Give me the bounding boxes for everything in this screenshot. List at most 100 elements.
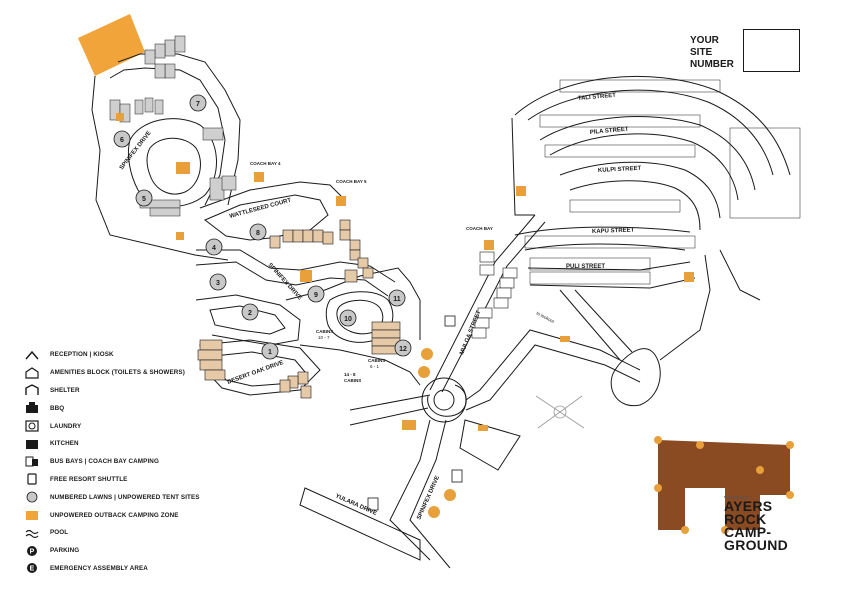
cabins-label: CABINS (316, 329, 333, 334)
legend-label: KITCHEN (50, 440, 79, 448)
coach-bay-4-label: COACH BAY 4 (250, 161, 281, 166)
amenities-icon[interactable] (176, 162, 190, 174)
legend-item: E EMERGENCY ASSEMBLY AREA (24, 560, 274, 578)
kitchen-icon (24, 437, 40, 451)
legend-item: KITCHEN (24, 435, 274, 453)
brand-eyebrow: VOYAGES (724, 495, 750, 500)
street-kapu-street: KAPU STREET (592, 228, 635, 235)
svg-text:E: E (30, 566, 35, 573)
amenities-icon[interactable] (300, 270, 312, 282)
legend-item: LAUNDRY (24, 417, 274, 435)
shelter-icon (24, 383, 40, 397)
legend-label: FREE RESORT SHUTTLE (50, 475, 128, 483)
lawn-label: 4 (212, 245, 216, 252)
lawn-label: 12 (399, 346, 407, 353)
site-number-box[interactable] (743, 29, 800, 72)
brand-line: CAMP- (724, 524, 772, 540)
legend-item: P PARKING (24, 542, 274, 560)
laundry-icon (24, 419, 40, 433)
legend-item: BUS BAYS | COACH BAY CAMPING (24, 453, 274, 471)
ayers-rock-campground-logo (654, 436, 794, 534)
legend-label: BBQ (50, 404, 65, 412)
emergency-icon: E (24, 561, 40, 575)
kitchen-icon[interactable] (684, 272, 694, 282)
legend-item: SHELTER (24, 382, 274, 400)
site-number-line: YOUR (690, 35, 719, 46)
bus-icon[interactable] (336, 196, 346, 206)
lawn-label: 2 (248, 310, 252, 317)
lawn-label: 8 (256, 230, 260, 237)
svg-text:P: P (30, 548, 35, 555)
cabins-label: 14 - 8 (344, 372, 356, 377)
bus-icon[interactable] (484, 240, 494, 250)
street-tali-street: TALI STREET (578, 93, 617, 102)
emergency-icon[interactable] (444, 489, 456, 501)
coach-bay-label: COACH BAY (466, 226, 493, 231)
lawn-label: 1 (268, 349, 272, 356)
reception-icon (24, 348, 40, 362)
cabins-label: CABINS (368, 358, 385, 363)
brand-line: GROUND (724, 537, 789, 553)
compass (535, 395, 585, 429)
laundry-icon[interactable] (444, 315, 456, 327)
legend-item: FREE RESORT SHUTTLE (24, 471, 274, 489)
reception-icon[interactable] (402, 420, 416, 430)
amenities-icon[interactable] (254, 172, 264, 182)
lawn-label: 3 (216, 280, 220, 287)
legend-label: NUMBERED LAWNS | UNPOWERED TENT SITES (50, 493, 200, 501)
street-pila-street: PILA STREET (590, 127, 629, 136)
cabins-range: 10 - 7 (318, 335, 330, 340)
legend-label: AMENITIES BLOCK (TOILETS & SHOWERS) (50, 369, 185, 377)
lawn-label: 6 (120, 137, 124, 144)
legend-item: UNPOWERED OUTBACK CAMPING ZONE (24, 506, 274, 524)
legend-label: UNPOWERED OUTBACK CAMPING ZONE (50, 511, 179, 519)
legend-item: AMENITIES BLOCK (TOILETS & SHOWERS) (24, 364, 274, 382)
cabins-label: CABINS (344, 378, 361, 383)
lawn-label: 9 (314, 292, 318, 299)
shuttle-icon (24, 472, 40, 486)
parking-icon[interactable] (428, 506, 440, 518)
site-number-label: YOUR SITE NUMBER (690, 35, 750, 71)
street-kulpi-street: KULPI STREET (598, 166, 642, 174)
coach-bay-5-label: COACH BAY 5 (336, 179, 367, 184)
shuttle-icon[interactable] (367, 497, 379, 511)
parking-icon[interactable] (421, 348, 433, 360)
legend-label: RECEPTION | KIOSK (50, 351, 114, 359)
lawn-label: 10 (344, 316, 352, 323)
bbq-icon[interactable] (116, 113, 124, 121)
brand-block: VOYAGES AYERS ROCK CAMP- GROUND (724, 495, 814, 552)
lawn-label: 11 (393, 296, 401, 303)
legend-label: EMERGENCY ASSEMBLY AREA (50, 564, 148, 572)
bbq-icon (24, 401, 40, 415)
pool-icon[interactable] (478, 425, 488, 431)
legend-label: PARKING (50, 547, 80, 555)
outback-zone-icon (24, 508, 40, 522)
street-spinifex-drive: SPINIFEX DRIVE (267, 262, 303, 301)
outback-camping-zone[interactable] (78, 14, 145, 76)
bbq-icon[interactable] (176, 232, 184, 240)
street-puli-street: PULI STREET (566, 264, 605, 270)
site-number-line: SITE (690, 47, 713, 58)
brand-line: ROCK (724, 511, 767, 527)
shelter-icon[interactable] (560, 336, 570, 342)
legend-label: SHELTER (50, 386, 80, 394)
legend-item: POOL (24, 524, 274, 542)
lawn-label: 5 (142, 196, 146, 203)
legend-label: POOL (50, 529, 69, 537)
site-number-line: NUMBER (690, 59, 734, 70)
lawns (113, 94, 412, 360)
shuttle-icon[interactable] (451, 469, 463, 483)
legend-item: NUMBERED LAWNS | UNPOWERED TENT SITES (24, 488, 274, 506)
legend-item: BBQ (24, 399, 274, 417)
lookout-label: to lookout (536, 310, 556, 324)
emergency-icon[interactable] (418, 366, 430, 378)
cabins-range: 6 - 1 (370, 364, 380, 369)
lawn-icon (24, 490, 40, 504)
legend-item: RECEPTION | KIOSK (24, 346, 274, 364)
kitchen-icon[interactable] (516, 186, 526, 196)
amenities-icon (24, 366, 40, 380)
legend-label: BUS BAYS | COACH BAY CAMPING (50, 458, 159, 466)
pool-icon (24, 526, 40, 540)
bus-icon (24, 455, 40, 469)
